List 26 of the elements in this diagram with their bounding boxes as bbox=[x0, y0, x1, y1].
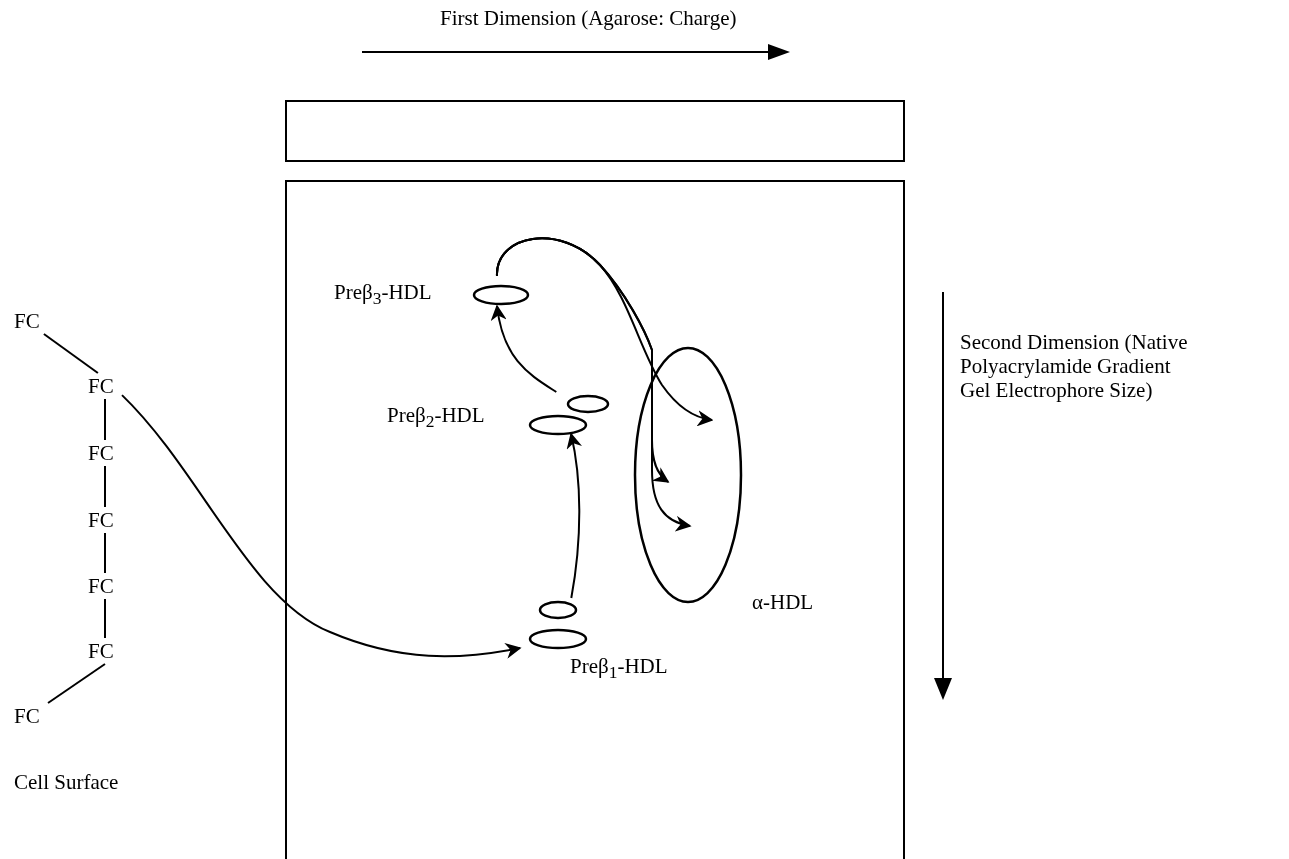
arrow bbox=[566, 432, 582, 599]
molecule-label: FC bbox=[14, 703, 48, 729]
arrow bbox=[491, 304, 558, 393]
gel-slab bbox=[285, 180, 905, 859]
molecule-label: FC bbox=[14, 308, 48, 334]
band-label: Preβ$_{2}$-HDL bbox=[387, 403, 485, 434]
arrow bbox=[496, 237, 692, 531]
connector-line bbox=[104, 532, 106, 574]
molecule-label: FC bbox=[88, 440, 122, 466]
connector-line bbox=[47, 663, 106, 704]
molecule-label: FC bbox=[88, 373, 122, 399]
arrow bbox=[121, 394, 522, 659]
molecule-label: FC bbox=[88, 573, 122, 599]
connector-line bbox=[42, 333, 99, 374]
band-label: Preβ$_{1}$-HDL bbox=[570, 654, 668, 685]
agarose-gel-strip bbox=[285, 100, 905, 162]
region-label: Cell Surface bbox=[14, 770, 119, 794]
axis-title: Second Dimension (Native Polyacrylamide Gradient Gel Electrophore Size) bbox=[960, 330, 1189, 402]
molecule-label: FC bbox=[88, 507, 122, 533]
connector-line bbox=[104, 598, 106, 639]
band-label: Preβ$_{3}$-HDL bbox=[334, 280, 432, 311]
connector-line bbox=[104, 398, 106, 441]
band-label: α-HDL bbox=[752, 590, 814, 614]
connector-line bbox=[104, 465, 106, 508]
molecule-label: FC bbox=[88, 638, 122, 664]
axis-title: First Dimension (Agarose: Charge) bbox=[440, 6, 737, 30]
